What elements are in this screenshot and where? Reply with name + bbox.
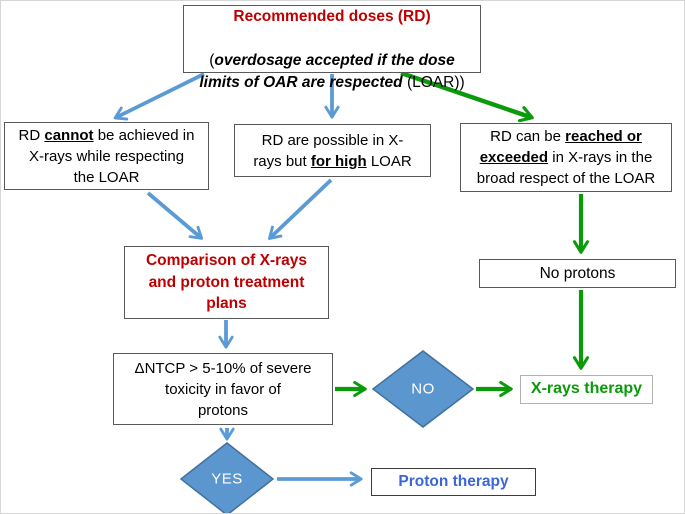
ntcp-text: ΔNTCP > 5-10% of severe toxicity in favo… <box>134 359 312 419</box>
rd-reached-post: in X-rays in the broad respect of the LO… <box>476 149 656 187</box>
rd-cannot-pre: RD <box>18 126 45 144</box>
xrays-therapy-text: X-rays therapy <box>530 380 643 398</box>
proton-therapy-box: Proton therapy <box>371 468 536 496</box>
arrow-top-to-right <box>400 70 534 123</box>
subtitle-tail: (LOAR)) <box>402 74 465 91</box>
rd-possible-emphasis: for high <box>310 152 367 170</box>
rd-possible-box: RD are possible in X- rays but for high … <box>234 124 431 177</box>
rd-reached-emphasis: reached or exceeded <box>479 128 642 166</box>
ntcp-box: ΔNTCP > 5-10% of severe toxicity in favo… <box>113 353 333 425</box>
rd-reached-box: RD can be reached or exceeded in X-rays … <box>460 123 672 192</box>
yes-diamond-shape <box>179 442 275 513</box>
arrow-middle-to-comparison <box>268 178 333 240</box>
xrays-therapy-box: X-rays therapy <box>520 375 653 404</box>
rd-cannot-box: RD cannot be achieved in X-rays while re… <box>4 122 209 190</box>
no-diamond-label: NO <box>411 380 435 398</box>
no-protons-box: No protons <box>479 259 676 288</box>
comparison-text: Comparison of X-rays and proton treatmen… <box>145 251 308 313</box>
rd-cannot-post: be achieved in X-rays while respecting t… <box>28 126 195 186</box>
rd-possible-post: LOAR <box>366 152 412 170</box>
comparison-box: Comparison of X-rays and proton treatmen… <box>124 246 329 319</box>
rd-possible-pre: RD are possible in X- rays but <box>253 131 404 170</box>
subtitle-paren: ( <box>209 52 215 69</box>
arrow-left-to-comparison <box>146 191 204 240</box>
proton-therapy-text: Proton therapy <box>398 473 509 491</box>
recommended-doses-box: Recommended doses (RD) (overdosage accep… <box>183 5 481 91</box>
subtitle-italic-text: overdosage accepted if the dose limits o… <box>199 52 455 91</box>
yes-diamond-label: YES <box>211 470 243 488</box>
recommended-doses-title: Recommended doses (RD) <box>233 8 431 25</box>
arrow-top-to-left <box>113 72 205 121</box>
no-protons-text: No protons <box>539 264 616 282</box>
rd-reached-pre: RD can be <box>490 128 566 145</box>
no-diamond-shape <box>371 350 475 428</box>
rd-cannot-emphasis: cannot <box>44 126 94 144</box>
